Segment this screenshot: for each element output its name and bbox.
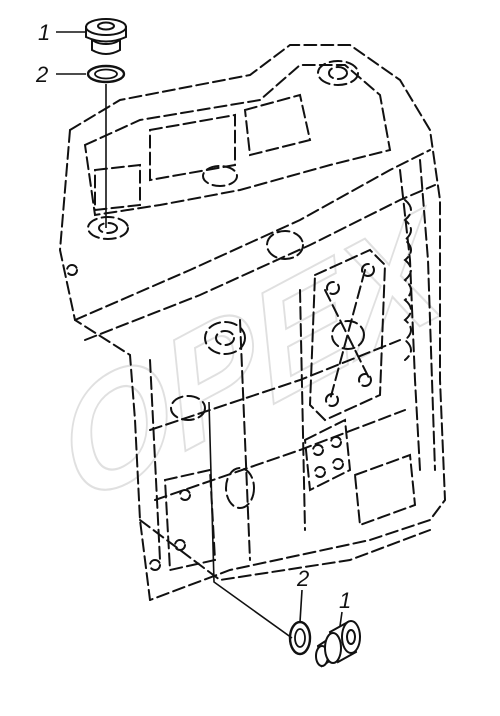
valve-plate	[308, 248, 387, 422]
housing-lower-block	[303, 418, 352, 492]
drain-plug-bottom-icon[interactable]	[315, 620, 361, 668]
housing-right-rib-2	[419, 159, 436, 471]
housing-front-grid-v3	[299, 289, 306, 531]
housing-top-face	[83, 64, 392, 217]
housing-pocket-2	[243, 93, 312, 157]
fill-boss-center	[202, 165, 238, 187]
callout-1-top: 1	[38, 20, 50, 45]
valve-plate-hub	[331, 320, 365, 350]
front-boss-2	[225, 467, 255, 509]
housing-right-step	[353, 453, 417, 527]
front-boss-1	[204, 321, 246, 355]
lower-block-bolt-3	[314, 466, 326, 478]
front-boss-3	[266, 230, 304, 260]
transmission-housing	[58, 44, 447, 601]
lower-block-bolt-2	[330, 436, 342, 448]
housing-right-scallops	[403, 199, 412, 361]
assembly-axis-bottom	[208, 401, 293, 639]
housing-diagonal-rib-2	[84, 184, 436, 341]
housing-front-grid-h2	[154, 409, 406, 501]
housing-outer-top	[69, 44, 447, 601]
callout-2-bottom: 2	[296, 566, 309, 591]
flange-bolt-2	[174, 539, 186, 551]
leader-callout-2-bottom	[299, 589, 303, 623]
sealing-washer-top-icon[interactable]	[86, 64, 126, 84]
drain-plug-top-icon[interactable]	[85, 18, 127, 55]
top-boss-right-inner	[328, 66, 348, 80]
callout-1-bottom: 1	[339, 588, 351, 613]
housing-left-edge	[58, 129, 151, 601]
drain-boss-front	[170, 395, 206, 421]
valve-plate-bolt-2	[361, 263, 375, 277]
valve-plate-bolt-4	[325, 393, 339, 407]
lower-block-bolt-4	[332, 458, 344, 470]
drain-boss-top-inner	[98, 222, 118, 234]
front-boss-1-inner	[215, 330, 235, 346]
callout-labels: 1 2 2 1	[35, 20, 351, 613]
housing-front-grid-v2	[239, 319, 251, 561]
housing-bolt-left-1	[149, 559, 161, 571]
valve-plate-bolt-1	[326, 281, 340, 295]
housing-pocket-3	[94, 163, 141, 212]
sealing-washer-bottom-icon[interactable]	[288, 620, 312, 656]
valve-plate-bolt-3	[358, 373, 372, 387]
drain-boss-top	[87, 216, 129, 240]
housing-left-flange	[163, 468, 217, 572]
flange-bolt-1	[179, 489, 191, 501]
housing-bottom-edge	[139, 519, 431, 582]
housing-right-rib-1	[399, 169, 421, 471]
top-boss-right	[317, 60, 359, 86]
housing-front-grid-v1	[149, 359, 161, 561]
callout-2-top: 2	[35, 62, 48, 87]
valve-plate-spoke-2	[329, 269, 366, 401]
housing-diagonal-rib	[74, 149, 431, 321]
housing-front-grid-h1	[149, 339, 401, 431]
lower-block-bolt-1	[312, 444, 324, 456]
housing-bolt-left-2	[66, 264, 78, 276]
housing-pocket-1	[149, 113, 236, 182]
